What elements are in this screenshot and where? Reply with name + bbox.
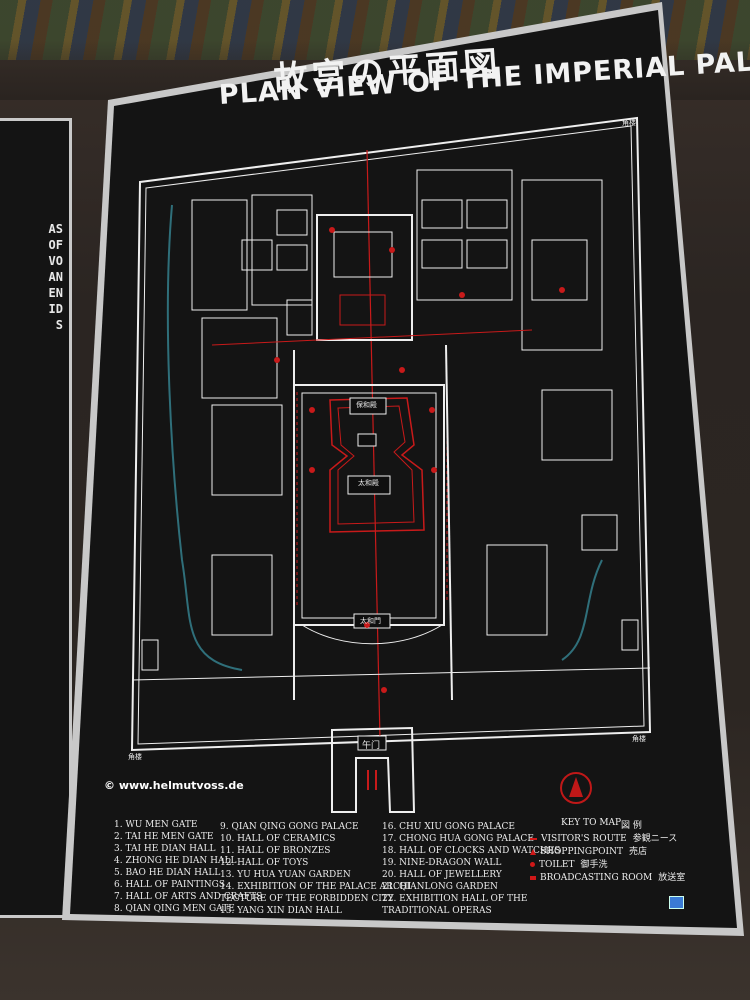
legend-item: 15. YANG XIN DIAN HALL bbox=[220, 906, 342, 916]
wumen-gate-tower bbox=[357, 735, 387, 751]
palace-outer-wall bbox=[130, 116, 652, 752]
key-label: TOILET bbox=[539, 860, 575, 870]
taihemen-label: 太和門 bbox=[360, 617, 381, 625]
palace-map-board: 故宫の平面図 PLAN VIEW OF THE IMPERIAL PALACE … bbox=[62, 0, 750, 948]
map-key-title: KEY TO MAP bbox=[561, 818, 622, 828]
sponsor-credit bbox=[560, 897, 562, 903]
south-wall-line bbox=[131, 667, 651, 681]
qianqinggong-palace bbox=[333, 231, 393, 278]
inner-court-wall bbox=[316, 214, 413, 341]
water-channel bbox=[561, 559, 603, 661]
legend-item: 12. HALL OF TOYS bbox=[220, 858, 309, 868]
adjacent-sign-text: AS OF VO AN EN ID S bbox=[49, 221, 63, 333]
sign-fragment: OF bbox=[48, 238, 63, 252]
legend-column-1: 1. WU MEN GATE 2. TAI HE MEN GATE 3. TAI… bbox=[114, 819, 262, 915]
zhonghedian-hall bbox=[357, 433, 377, 447]
jinshui-river bbox=[301, 624, 443, 645]
west-flower-gate bbox=[141, 639, 159, 671]
legend-item: 11. HALL OF BRONZES bbox=[220, 846, 331, 856]
east-palaces bbox=[416, 169, 618, 636]
adjacent-sign-panel: AS OF VO AN EN ID S bbox=[0, 118, 72, 918]
sign-fragment: EN bbox=[48, 286, 63, 300]
east-court-wall bbox=[445, 344, 453, 701]
key-label: SHOPPINGPOINT bbox=[540, 847, 623, 857]
sign-fragment: ID bbox=[48, 302, 63, 316]
legend-item: 13. YU HUA YUAN GARDEN bbox=[220, 870, 351, 880]
legend-item: 2. TAI HE MEN GATE bbox=[114, 832, 214, 842]
legend-item: 9. QIAN QING GONG PALACE bbox=[220, 822, 359, 832]
key-label-cn: 売店 bbox=[629, 847, 648, 857]
sign-fragment: AN bbox=[48, 270, 63, 284]
sign-fragment: AS bbox=[48, 222, 63, 236]
key-label-cn: 放送室 bbox=[658, 873, 686, 883]
north-arrow-icon bbox=[560, 772, 592, 804]
wumen-gate bbox=[331, 726, 416, 813]
route-dash-icon bbox=[530, 837, 537, 840]
legend-column-2: 9. QIAN QING GONG PALACE 10. HALL OF CER… bbox=[220, 821, 411, 917]
key-label: BROADCASTING ROOM bbox=[540, 873, 653, 883]
wuying-hall bbox=[211, 554, 273, 636]
legend-item: TRADITIONAL OPERAS bbox=[382, 906, 492, 916]
legend-item: 18. HALL OF CLOCKS AND WATCHES bbox=[382, 846, 561, 856]
water-channel bbox=[166, 204, 243, 671]
map-drawing bbox=[62, 2, 744, 936]
legend-item: 22. EXHIBITION HALL OF THE bbox=[382, 894, 528, 904]
corner-tower-ne: 角楼 bbox=[622, 119, 636, 127]
photographer-watermark: © www.helmutvoss.de bbox=[104, 779, 244, 792]
sign-fragment: S bbox=[55, 318, 63, 332]
three-halls-terrace-inner bbox=[337, 405, 415, 525]
key-label: VISITOR'S ROUTE bbox=[541, 834, 627, 844]
key-shopping-point: SHOPPINGPOINT 売店 bbox=[530, 844, 647, 857]
legend-item: 6. HALL OF PAINTINGS bbox=[114, 880, 226, 890]
broadcast-box-icon bbox=[530, 875, 536, 880]
jiaotai-hall bbox=[339, 294, 386, 326]
key-toilet: TOILET 御手洗 bbox=[530, 857, 608, 870]
legend-item: 7. HALL OF ARTS AND CRAFTS bbox=[114, 892, 263, 902]
sponsor-logo-icon bbox=[669, 896, 684, 909]
amenity-markers bbox=[274, 227, 565, 693]
legend-item: TECTURE OF THE FORBIDDEN CITY bbox=[220, 894, 394, 904]
legend-item: 21. QIANLONG GARDEN bbox=[382, 882, 498, 892]
legend-item: 16. CHU XIU GONG PALACE bbox=[382, 822, 515, 832]
corner-tower-sw: 角楼 bbox=[128, 753, 142, 761]
sign-fragment: VO bbox=[48, 254, 63, 268]
taihedian-hall bbox=[347, 475, 391, 495]
taihemen-gate bbox=[353, 613, 391, 629]
three-halls-terrace bbox=[329, 397, 425, 533]
key-visitor-route: VISITOR'S ROUTE 参観ニース bbox=[530, 831, 677, 844]
legend-column-3: 16. CHU XIU GONG PALACE 17. CHONG HUA GO… bbox=[382, 821, 560, 917]
toilet-dot-icon bbox=[530, 862, 535, 867]
key-label-cn: 御手洗 bbox=[580, 860, 608, 870]
legend-item: 1. WU MEN GATE bbox=[114, 820, 198, 830]
map-key-title-cn: 図 例 bbox=[621, 821, 642, 831]
legend-item: 10. HALL OF CERAMICS bbox=[220, 834, 336, 844]
legend-item: 3. TAI HE DIAN HALL bbox=[114, 844, 216, 854]
east-flower-gate bbox=[621, 619, 639, 651]
legend-item: 19. NINE-DRAGON WALL bbox=[382, 858, 502, 868]
palace-inner-wall bbox=[137, 125, 645, 745]
wumen-label: 午门 bbox=[362, 741, 381, 751]
legend-item: 14. EXHIBITION OF THE PALACE ARCHI bbox=[220, 882, 412, 892]
baohedian-label: 保和殿 bbox=[356, 401, 377, 409]
taihedian-label: 太和殿 bbox=[358, 479, 379, 487]
key-label-cn: 参観ニース bbox=[632, 834, 678, 844]
baohedian-hall bbox=[349, 397, 387, 415]
legend-item: 20. HALL OF JEWELLERY bbox=[382, 870, 502, 880]
corner-tower-se: 角楼 bbox=[632, 735, 646, 743]
legend-item: 17. CHONG HUA GONG PALACE bbox=[382, 834, 534, 844]
shop-triangle-icon bbox=[530, 848, 536, 855]
legend-item: 4. ZHONG HE DIAN HALL bbox=[114, 856, 237, 866]
legend-item: 8. QIAN QING MEN GATE bbox=[114, 904, 235, 914]
legend-item: 5. BAO HE DIAN HALL bbox=[114, 868, 221, 878]
key-broadcasting-room: BROADCASTING ROOM 放送室 bbox=[530, 870, 685, 883]
visitor-route-crossing bbox=[211, 329, 533, 346]
